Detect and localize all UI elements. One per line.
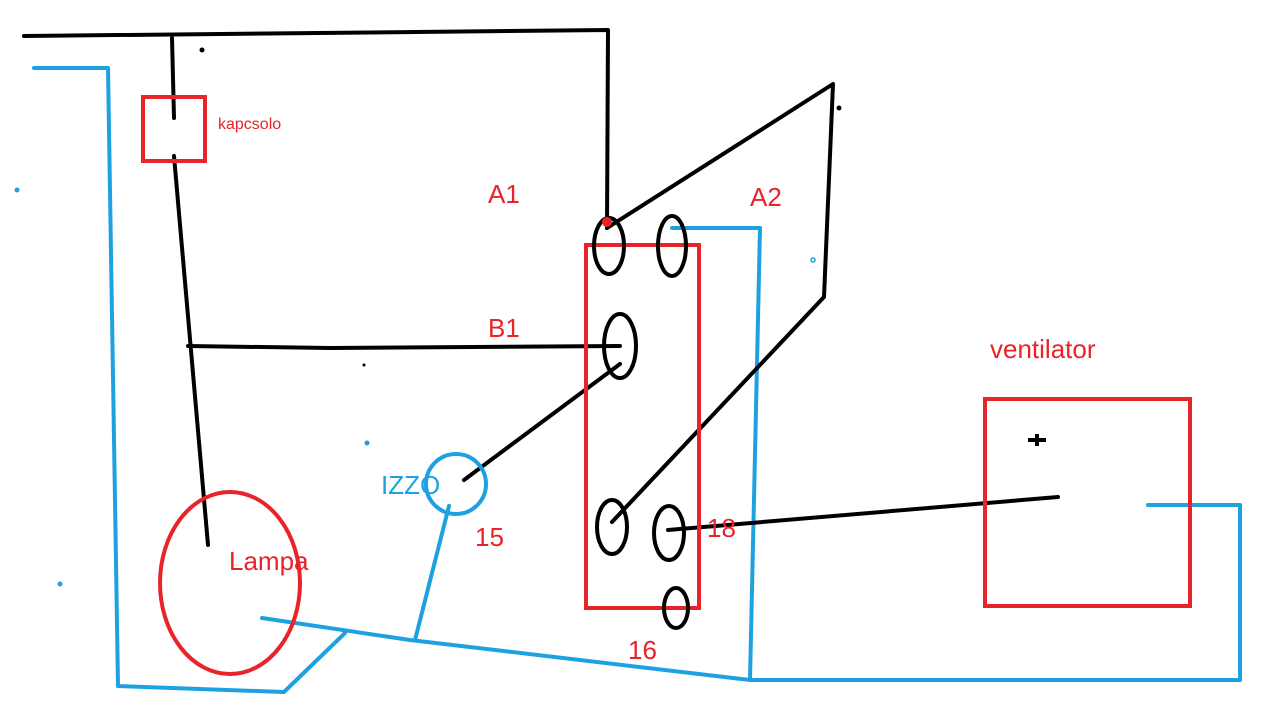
black-wire-izzo-to-b1	[462, 362, 622, 482]
label-a1: A1	[488, 179, 520, 209]
blue-wire-lamp-to-bottom	[260, 616, 752, 682]
switch: kapcsolo	[141, 95, 281, 163]
blue-dot-left	[14, 187, 20, 193]
label-b1: B1	[488, 313, 520, 343]
fan: ventilator	[983, 334, 1192, 608]
lamp-label: Lampa	[229, 546, 309, 576]
black-wire-switch-feed	[170, 36, 176, 120]
pin-16	[662, 586, 690, 630]
switch-box	[141, 95, 207, 163]
black-wire-switch-to-lamp	[172, 154, 210, 547]
black-dot-center	[362, 363, 366, 367]
blue-wire-a2-return	[670, 226, 1242, 682]
pin-15	[595, 498, 629, 556]
black-wire-b1	[186, 344, 622, 350]
black-wire-a1-diagonal	[605, 82, 835, 524]
switch-label: kapcsolo	[218, 116, 281, 133]
blue-wires	[14, 66, 1242, 694]
bulb-circle	[424, 452, 488, 516]
fan-box	[983, 397, 1192, 608]
relay-block	[584, 214, 701, 630]
bulb-label: IZZO	[381, 470, 440, 500]
fan-black-mark	[1028, 434, 1046, 446]
blue-dot-bottom-left	[57, 581, 63, 587]
blue-dot-right	[810, 257, 816, 263]
terminal-labels: A1 A2 B1 15 18 16	[475, 179, 782, 665]
label-pin-15: 15	[475, 522, 504, 552]
black-dot-right	[836, 105, 842, 111]
blue-wire-izzo-drop	[413, 504, 451, 642]
blue-dot-mid	[364, 440, 370, 446]
pin-a2	[656, 214, 688, 278]
relay-body	[584, 243, 701, 610]
black-wire-top-bus	[22, 28, 610, 230]
pin-a1-red-dot	[602, 217, 612, 227]
black-wires	[22, 28, 1060, 547]
lamp: Lampa	[158, 490, 309, 676]
label-pin-16: 16	[628, 635, 657, 665]
bulb: IZZO	[381, 452, 488, 516]
black-wire-18-to-fan	[666, 495, 1060, 532]
fan-label: ventilator	[990, 334, 1096, 364]
label-a2: A2	[750, 182, 782, 212]
black-dot-top	[199, 47, 205, 53]
label-pin-18: 18	[707, 513, 736, 543]
pin-b1	[602, 312, 638, 380]
pin-18	[652, 504, 686, 562]
blue-wire-left-loop	[32, 66, 347, 694]
lamp-oval	[158, 490, 302, 676]
